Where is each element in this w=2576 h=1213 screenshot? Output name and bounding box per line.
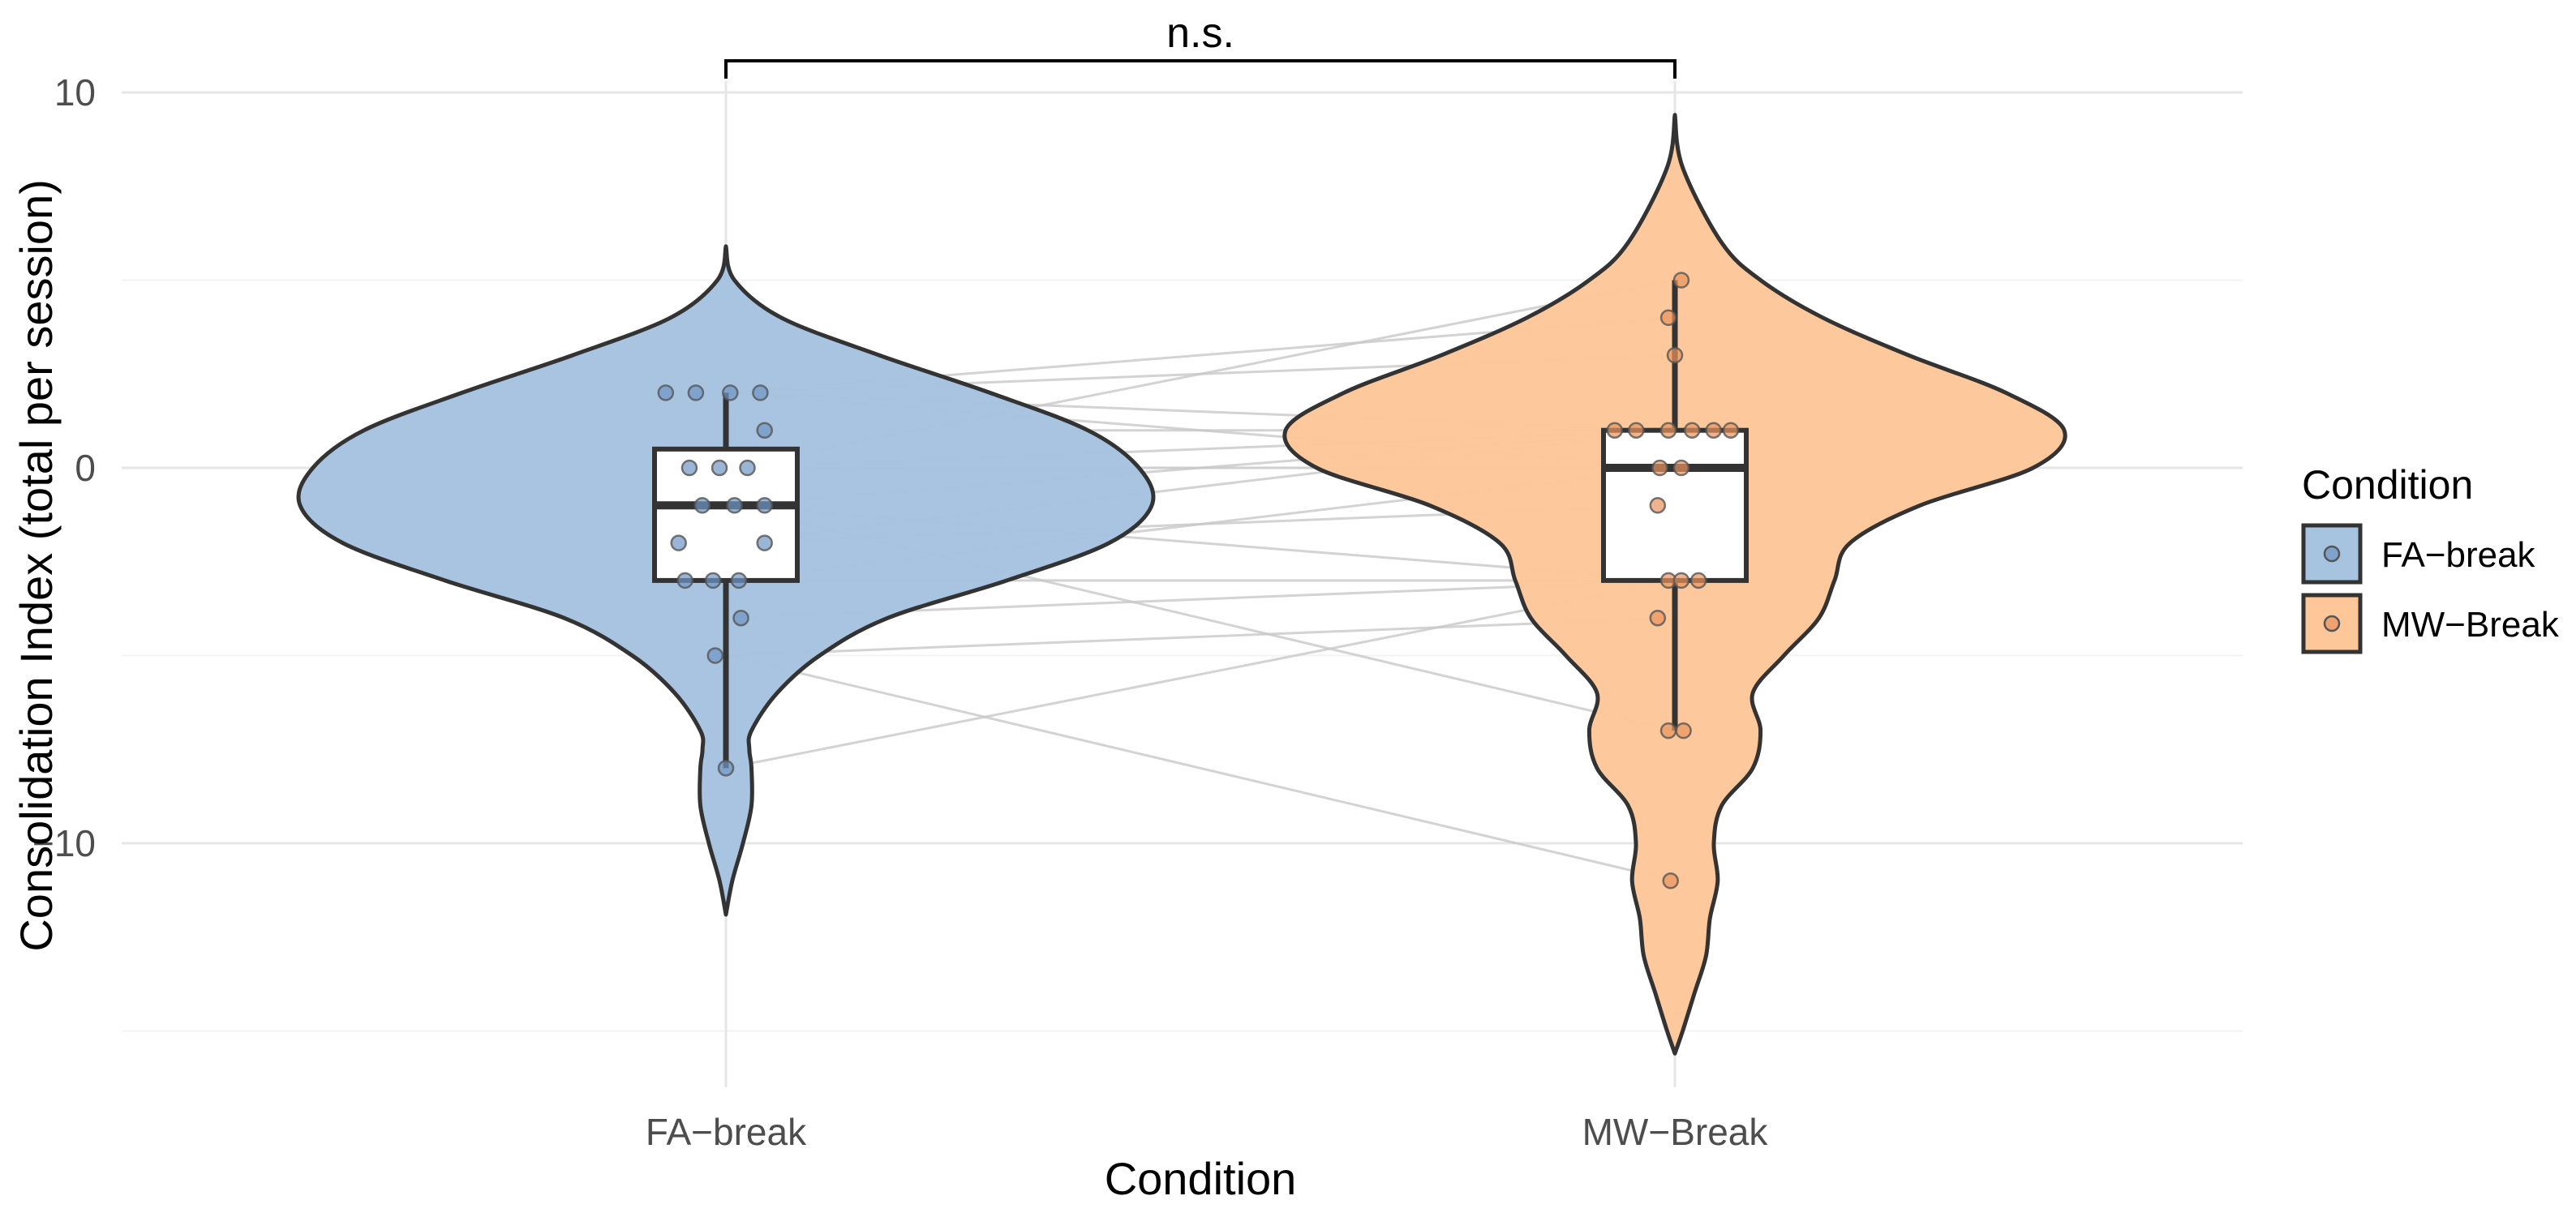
- data-point: [756, 534, 773, 551]
- data-point: [1666, 346, 1684, 364]
- data-point: [706, 647, 723, 664]
- data-point: [1649, 497, 1667, 514]
- data-point: [756, 422, 773, 439]
- data-point: [680, 459, 698, 477]
- x-tick-label: MW−Break: [1582, 1111, 1769, 1153]
- data-point: [1659, 422, 1677, 439]
- data-point: [711, 459, 728, 477]
- legend-key-point: [2323, 545, 2341, 563]
- data-point: [717, 760, 735, 777]
- data-point: [657, 384, 675, 401]
- y-tick-label: 0: [75, 447, 96, 489]
- y-tick-label: −10: [32, 822, 96, 864]
- data-point: [1659, 722, 1677, 739]
- data-point: [1722, 422, 1740, 439]
- data-point: [676, 572, 693, 589]
- x-tick-label: FA−break: [646, 1111, 807, 1153]
- gridlines: [122, 81, 2243, 1087]
- significance-bracket-line: [724, 59, 1677, 79]
- data-point: [687, 384, 705, 401]
- legend-title: Condition: [2302, 462, 2473, 508]
- data-point: [1689, 572, 1707, 589]
- data-point: [1606, 422, 1624, 439]
- y-tick-label: 10: [54, 71, 96, 114]
- data-point: [1628, 422, 1645, 439]
- data-point: [1672, 459, 1690, 477]
- legend-key-point: [2323, 615, 2341, 632]
- x-axis-title: Condition: [1105, 1153, 1297, 1204]
- data-point: [730, 572, 748, 589]
- significance-label: n.s.: [1166, 10, 1234, 57]
- data-point: [1672, 572, 1690, 589]
- data-point: [739, 459, 756, 477]
- data-point: [1675, 722, 1692, 739]
- data-point: [670, 534, 687, 551]
- paired-line: [725, 579, 1676, 769]
- data-point: [1659, 309, 1677, 327]
- data-point: [722, 384, 739, 401]
- data-point: [756, 497, 773, 514]
- box-iqr: [652, 446, 800, 583]
- significance-bracket: n.s.: [724, 10, 1677, 79]
- violins: [296, 113, 2067, 1056]
- data-point: [726, 497, 743, 514]
- data-point: [693, 497, 711, 514]
- box-iqr: [1601, 427, 1749, 583]
- data-point: [752, 384, 769, 401]
- paired-line: [725, 616, 1676, 657]
- legend-label: MW−Break: [2381, 605, 2560, 645]
- data-point: [704, 572, 722, 589]
- paired-line: [725, 654, 1676, 882]
- legend-label: FA−break: [2381, 535, 2536, 575]
- data-point: [1662, 872, 1679, 889]
- data-point: [1683, 422, 1701, 439]
- data-point: [1649, 609, 1667, 627]
- data-points: [657, 272, 1740, 889]
- data-point: [1651, 459, 1668, 477]
- data-point: [1672, 272, 1690, 289]
- data-point: [1705, 422, 1722, 439]
- y-axis-title: Consolidation Index (total per session): [11, 179, 62, 952]
- data-point: [732, 609, 749, 627]
